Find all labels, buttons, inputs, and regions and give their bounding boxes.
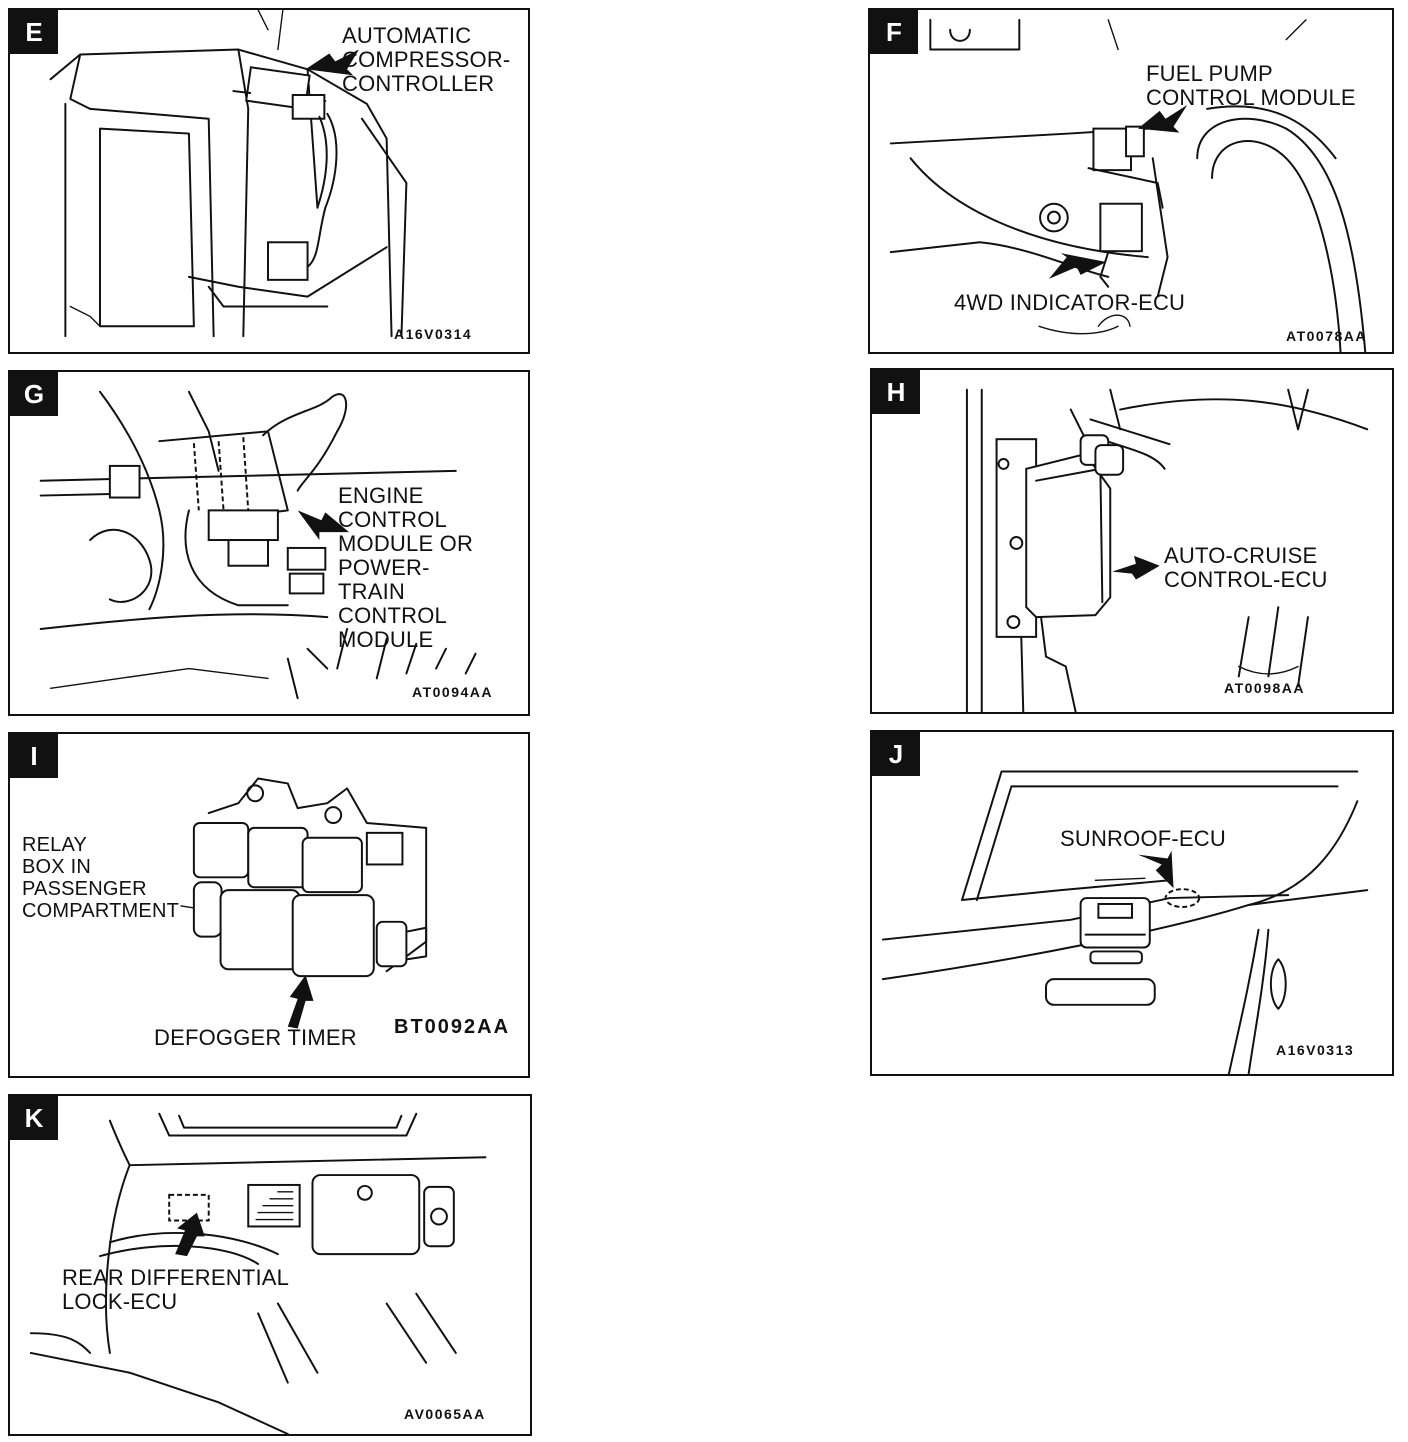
engine-control-module-illustration [39, 390, 477, 700]
panel-h: H AUTO-CRUISE CONTROL-ECU AT0098AA [870, 368, 1394, 714]
4wd-indicator-ecu-label: 4WD INDICATOR-ECU [954, 290, 1186, 315]
panel-letter: J [872, 732, 920, 776]
panel-j: J SUNROOF-ECU A16V0313 [870, 730, 1394, 1076]
defogger-timer-label: DEFOGGER TIMER [154, 1025, 357, 1050]
figure-code: AT0078AA [1286, 328, 1367, 344]
rear-differential-lock-ecu-label: REAR DIFFERENTIAL LOCK-ECU [62, 1265, 290, 1314]
panel-letter: H [872, 370, 920, 414]
rear-differential-lock-ecu-illustration [29, 1112, 487, 1434]
relay-box-illustration [180, 777, 428, 1029]
sunroof-ecu-label: SUNROOF-ECU [1060, 826, 1226, 851]
auto-cruise-ecu-label: AUTO-CRUISE CONTROL-ECU [1164, 543, 1328, 592]
figure-code: A16V0313 [1276, 1042, 1355, 1058]
panel-e: E AUTOMATIC COMPRESSOR- CONTROLLER A16V0… [8, 8, 530, 354]
figure-code: AV0065AA [404, 1406, 486, 1422]
figure-code: A16V0314 [394, 326, 473, 342]
figure-code: AT0098AA [1224, 680, 1305, 696]
figure-code: AT0094AA [412, 684, 493, 700]
fuel-pump-module-illustration [889, 18, 1367, 352]
panel-f: F FUEL PUMP CONTROL MODULE 4WD INDICATOR… [868, 8, 1394, 354]
compressor-controller-illustration [49, 10, 408, 338]
engine-control-module-label: ENGINE CONTROL MODULE OR POWER- TRAIN CO… [338, 483, 474, 652]
fuel-pump-module-label: FUEL PUMP CONTROL MODULE [1146, 61, 1356, 110]
panel-i: I RELAY BOX IN PASSENGER COMPARTMENT DEF… [8, 732, 530, 1078]
panel-letter: F [870, 10, 918, 54]
relay-box-label: RELAY BOX IN PASSENGER COMPARTMENT [22, 834, 180, 922]
panel-g: G ENGINE CONTROL MODULE OR POWER- TRAIN … [8, 370, 530, 716]
compressor-controller-label: AUTOMATIC COMPRESSOR- CONTROLLER [342, 23, 511, 96]
auto-cruise-ecu-illustration [965, 388, 1369, 712]
panel-letter: G [10, 372, 58, 416]
panel-letter: I [10, 734, 58, 778]
panel-k: K REAR DIFFERENTIAL LOCK-ECU AV0065AA [8, 1094, 532, 1436]
panel-letter: E [10, 10, 58, 54]
sunroof-ecu-illustration [881, 770, 1369, 1074]
panel-letter: K [10, 1096, 58, 1140]
figure-code: BT0092AA [394, 1016, 511, 1038]
